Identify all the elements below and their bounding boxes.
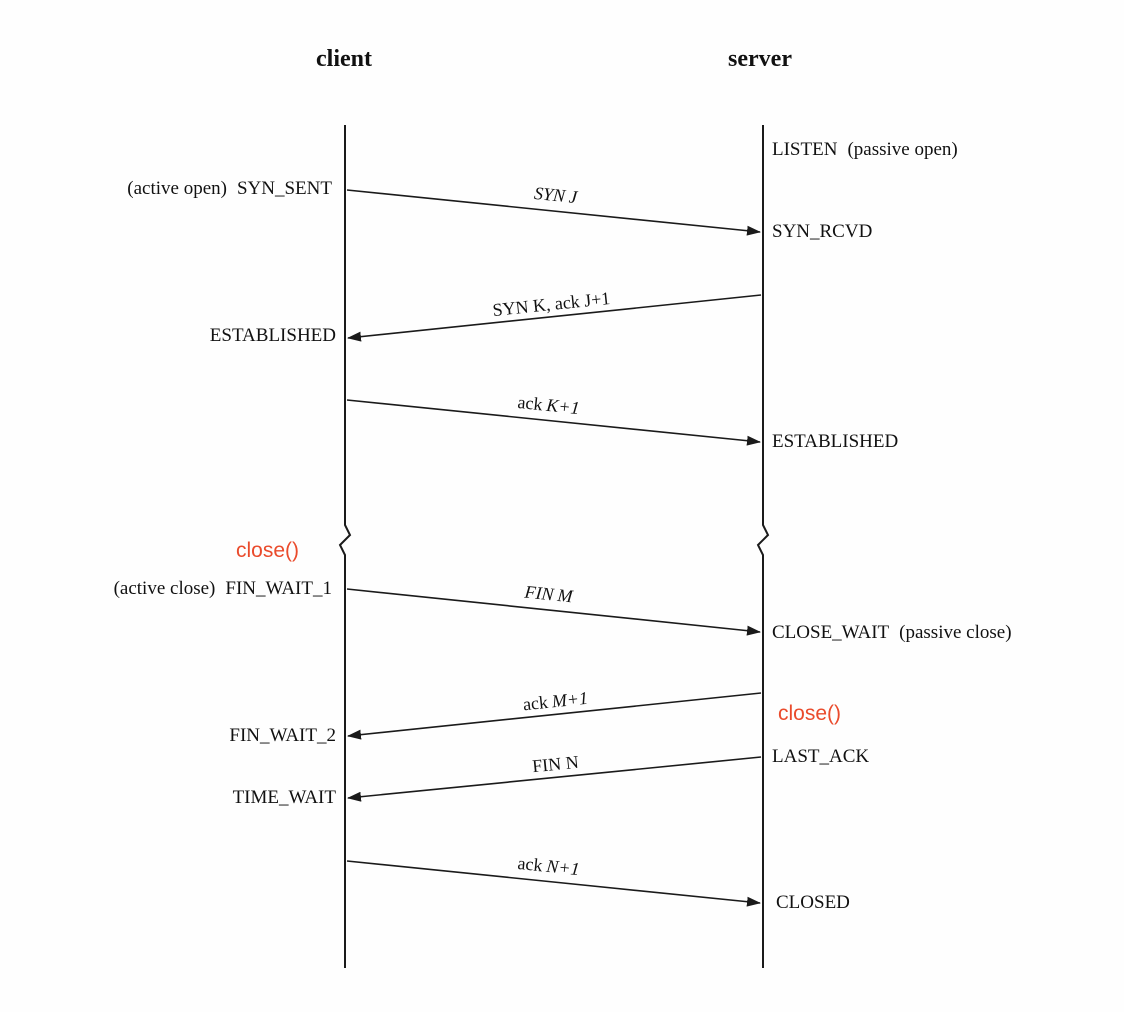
state-last-ack: LAST_ACK [772, 746, 869, 767]
state-syn-rcvd: SYN_RCVD [772, 221, 872, 242]
msg-fin-m-arrow [346, 588, 761, 636]
state-listen: LISTEN(passive open) [772, 139, 958, 160]
server-close-call: close() [778, 702, 841, 725]
state-closed: CLOSED [776, 892, 850, 913]
msg-fin-n-arrow [347, 756, 762, 802]
msg-ack-k1-arrow [346, 399, 761, 446]
server-state-established: ESTABLISHED [772, 431, 898, 452]
msg-syn-j-arrow [346, 189, 761, 236]
client-header: client [316, 46, 372, 72]
client-close-call: close() [236, 539, 299, 562]
msg-ack-m1-arrow [347, 692, 762, 740]
msg-fin-n-label: FIN N [531, 752, 579, 777]
server-header: server [728, 46, 792, 72]
msg-syn-k-ack-arrow [347, 294, 762, 342]
msg-ack-n1-arrow [346, 860, 761, 907]
msg-syn-k-ack-label: SYN K, ack J+1 [492, 288, 612, 320]
state-fin-wait-1: (active close)FIN_WAIT_1 [114, 578, 332, 599]
client-state-established: ESTABLISHED [210, 325, 336, 346]
server-lifeline-top [756, 125, 770, 968]
state-close-wait: CLOSE_WAIT(passive close) [772, 622, 1012, 643]
state-fin-wait-2: FIN_WAIT_2 [229, 725, 336, 746]
state-syn-sent: (active open)SYN_SENT [127, 178, 332, 199]
state-time-wait: TIME_WAIT [233, 787, 337, 808]
client-lifeline-top [338, 125, 352, 968]
